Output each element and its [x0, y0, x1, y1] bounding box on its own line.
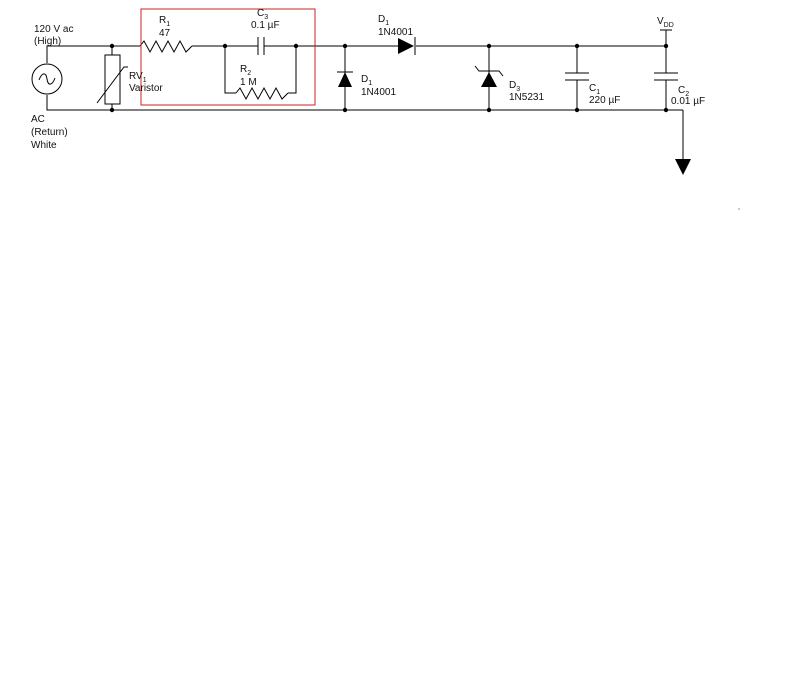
rv1-value: Varistor: [129, 83, 163, 94]
vdd-label: VDD: [657, 16, 674, 29]
d1-series-ref: D1: [378, 14, 389, 27]
return-label-line2: (Return): [31, 127, 68, 138]
junction-dot: [109, 43, 115, 49]
r1-value: 47: [159, 28, 171, 39]
c3-value: 0.1 µF: [251, 20, 280, 31]
d1-series-value: 1N4001: [378, 27, 413, 38]
varistor-slash: [96, 66, 128, 104]
rv1-ref: RV1: [129, 71, 147, 84]
c3-ref: C3: [257, 8, 268, 21]
labels: 120 V ac (High) AC (Return) White RV1 Va…: [31, 8, 705, 151]
capacitor-c3: [257, 37, 265, 55]
zener-d3: [474, 46, 504, 110]
bottom-rail-wires: [46, 95, 684, 160]
ac-source: [31, 63, 63, 95]
d3-ref: D3: [509, 80, 520, 93]
r2-zigzag: [235, 86, 289, 101]
wire-source-top: [46, 45, 140, 63]
r2-ref: R2: [240, 64, 251, 77]
c2-ref: C2: [678, 85, 689, 98]
c2-value: 0.01 µF: [671, 96, 705, 107]
junction-dots: [109, 43, 669, 113]
r1-ref: R1: [159, 15, 170, 28]
junction-dot: [486, 43, 492, 49]
source-circle: [31, 63, 63, 95]
junction-dot: [663, 43, 669, 49]
d3-triangle: [481, 72, 497, 87]
r2-wire-left: [224, 46, 236, 94]
junction-dot: [663, 107, 669, 113]
source-label-line2: (High): [34, 36, 61, 47]
r2-value: 1 M: [240, 77, 257, 88]
stray-dot: [738, 208, 740, 210]
d3-value: 1N5231: [509, 92, 544, 103]
d1-shunt-ref: D1: [361, 74, 372, 87]
return-label-line3: White: [31, 140, 57, 151]
d1-series-triangle: [398, 38, 414, 54]
highlight-box: [140, 8, 316, 106]
junction-dot: [293, 43, 299, 49]
c1-ref: C1: [589, 83, 600, 96]
capacitor-c2: [654, 46, 678, 110]
junction-dot: [342, 43, 348, 49]
diode-d1-series: [398, 37, 416, 55]
ground-arrow-icon: [675, 159, 691, 175]
source-label-line1: 120 V ac: [34, 24, 73, 35]
junction-dot: [342, 107, 348, 113]
r2-wire-right: [288, 46, 297, 94]
junction-dot: [574, 43, 580, 49]
d1-shunt-triangle: [338, 72, 352, 87]
sine-wave-icon: [38, 73, 56, 85]
c1-value: 220 µF: [589, 95, 620, 106]
d1-shunt-value: 1N4001: [361, 87, 396, 98]
junction-dot: [222, 43, 228, 49]
diode-d1-shunt: [337, 46, 353, 110]
varistor-body: [104, 54, 121, 105]
resistor-r1: [139, 39, 193, 54]
varistor-rv1: [96, 54, 128, 105]
d3-zener-bar: [474, 65, 504, 77]
wire-return-rail: [46, 95, 666, 111]
capacitor-c1: [565, 46, 589, 110]
junction-dot: [486, 107, 492, 113]
resistor-r2: [224, 46, 297, 101]
return-label-line1: AC: [31, 114, 45, 125]
junction-dot: [574, 107, 580, 113]
junction-dot: [109, 107, 115, 113]
